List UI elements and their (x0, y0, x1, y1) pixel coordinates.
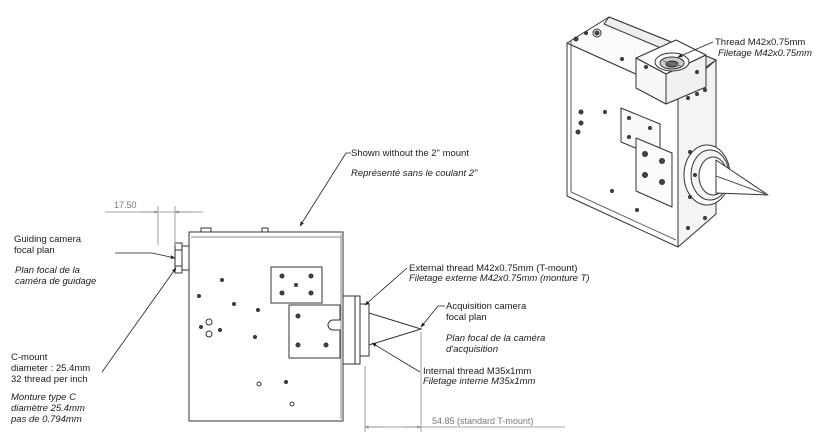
acq-label-fr-1: Plan focal de la caméra (446, 333, 546, 344)
cmount-label-2: diameter : 25.4mm (11, 363, 91, 374)
mount-note: Shown without the 2" mount (351, 148, 469, 159)
guiding-label-2: focal plan (14, 245, 55, 256)
int-thread-label-fr: Filetage interne M35x1mm (423, 376, 536, 387)
cmount-label-3: 32 thread per inch (11, 374, 88, 385)
acq-label-1: Acquisition camera (446, 301, 527, 312)
int-thread-label: Internal thread M35x1mm (423, 366, 532, 377)
mount-note-fr: Représenté sans le coulant 2" (351, 168, 478, 179)
acq-label-2: focal plan (446, 312, 487, 323)
guiding-label-1: Guiding camera (14, 234, 82, 245)
dim-offset-label: 17.50 (114, 200, 137, 210)
dim-tmount-label: 54.85 (standard T-mount) (432, 416, 534, 426)
leader-lines (101, 41, 714, 373)
guiding-label-fr-2: caméra de guidage (15, 276, 97, 287)
dimension-tmount (364, 332, 565, 432)
cmount-label-1: C-mount (11, 352, 48, 363)
iso-thread-label: Thread M42x0.75mm (715, 37, 806, 48)
ext-thread-label-fr: Filetage externe M42x0.75mm (monture T) (409, 273, 590, 284)
isometric-view (566, 16, 769, 248)
iso-thread-label-fr: Filetage M42x0.75mm (718, 48, 812, 59)
guiding-label-fr-1: Plan focal de la (15, 265, 80, 276)
ext-thread-label: External thread M42x0.75mm (T-mount) (409, 263, 578, 274)
dimension-offset (105, 206, 203, 245)
cmount-label-fr-2: diamètre 25.4mm (11, 403, 85, 414)
acq-label-fr-2: d'acquisition (446, 344, 498, 355)
side-view (174, 227, 423, 422)
cmount-label-fr-1: Monture type C (11, 392, 76, 403)
cmount-label-fr-3: pas de 0.794mm (11, 414, 82, 425)
